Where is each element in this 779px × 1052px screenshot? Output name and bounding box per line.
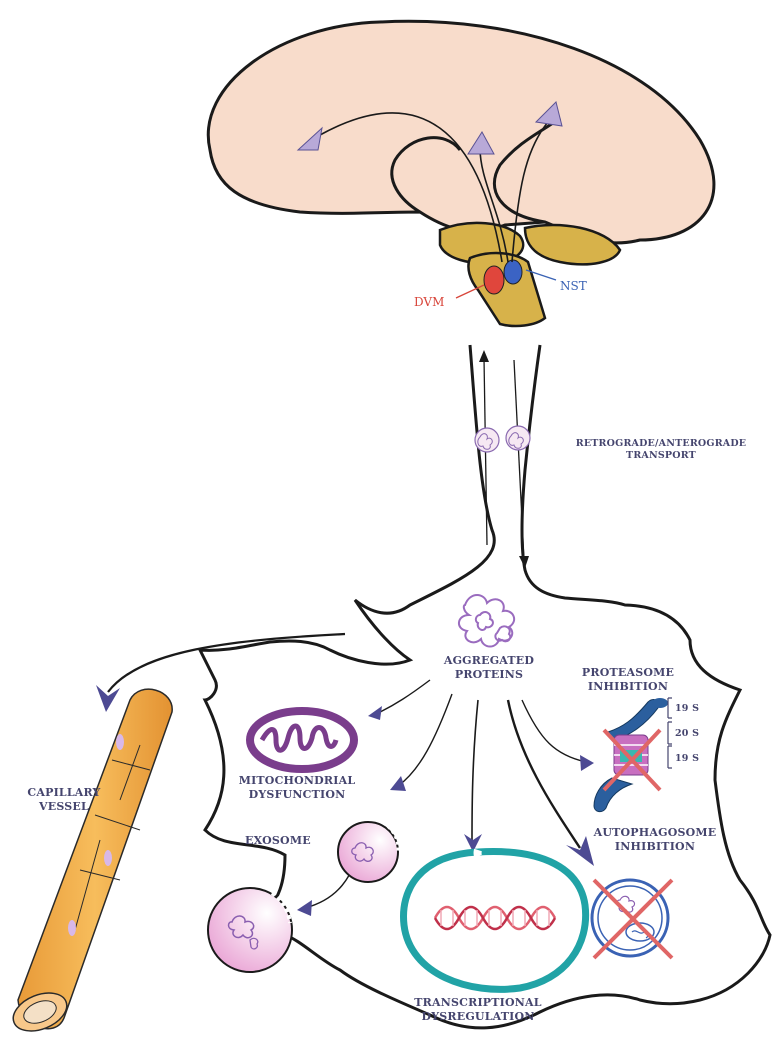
- nucleus-icon: [404, 850, 586, 989]
- nst-nucleus: [504, 260, 522, 284]
- extracellular-vesicle-icon: [208, 888, 292, 972]
- nst-label: NST: [560, 279, 587, 294]
- blood-vessel-icon: [8, 689, 173, 1038]
- transport-vesicle-1: [475, 428, 499, 452]
- dvm-nucleus: [484, 266, 504, 294]
- exosome-vesicle-icon: [338, 822, 398, 882]
- exosome-label: EXOSOME: [245, 834, 311, 848]
- capillary-vessel-label: CAPILLARY VESSEL: [12, 786, 116, 814]
- brain: [208, 21, 714, 326]
- mitochondrial-dysfunction-label: MITOCHONDRIAL DYSFUNCTION: [222, 774, 372, 802]
- autophagosome-inhibition-label: AUTOPHAGOSOME INHIBITION: [580, 826, 730, 854]
- autophagosome-icon: [592, 880, 672, 958]
- dvm-label: DVM: [414, 295, 444, 310]
- proteasome-19s-bottom-label: 19 S: [675, 753, 699, 765]
- proteasome-20s-label: 20 S: [675, 728, 699, 740]
- transcriptional-dysregulation-label: TRANSCRIPTIONAL DYSREGULATION: [408, 996, 548, 1024]
- mitochondrion-icon: [250, 711, 354, 769]
- proteasome-inhibition-label: PROTEASOME INHIBITION: [568, 666, 688, 694]
- brain-hemisphere: [208, 21, 714, 243]
- aggregated-proteins-label: AGGREGATED PROTEINS: [432, 654, 546, 682]
- arrow-to-capillary-head: [96, 685, 120, 712]
- transport-label: RETROGRADE/ANTEROGRADE TRANSPORT: [566, 438, 756, 462]
- transport-vesicle-2: [506, 426, 530, 450]
- proteasome-19s-top-label: 19 S: [675, 703, 699, 715]
